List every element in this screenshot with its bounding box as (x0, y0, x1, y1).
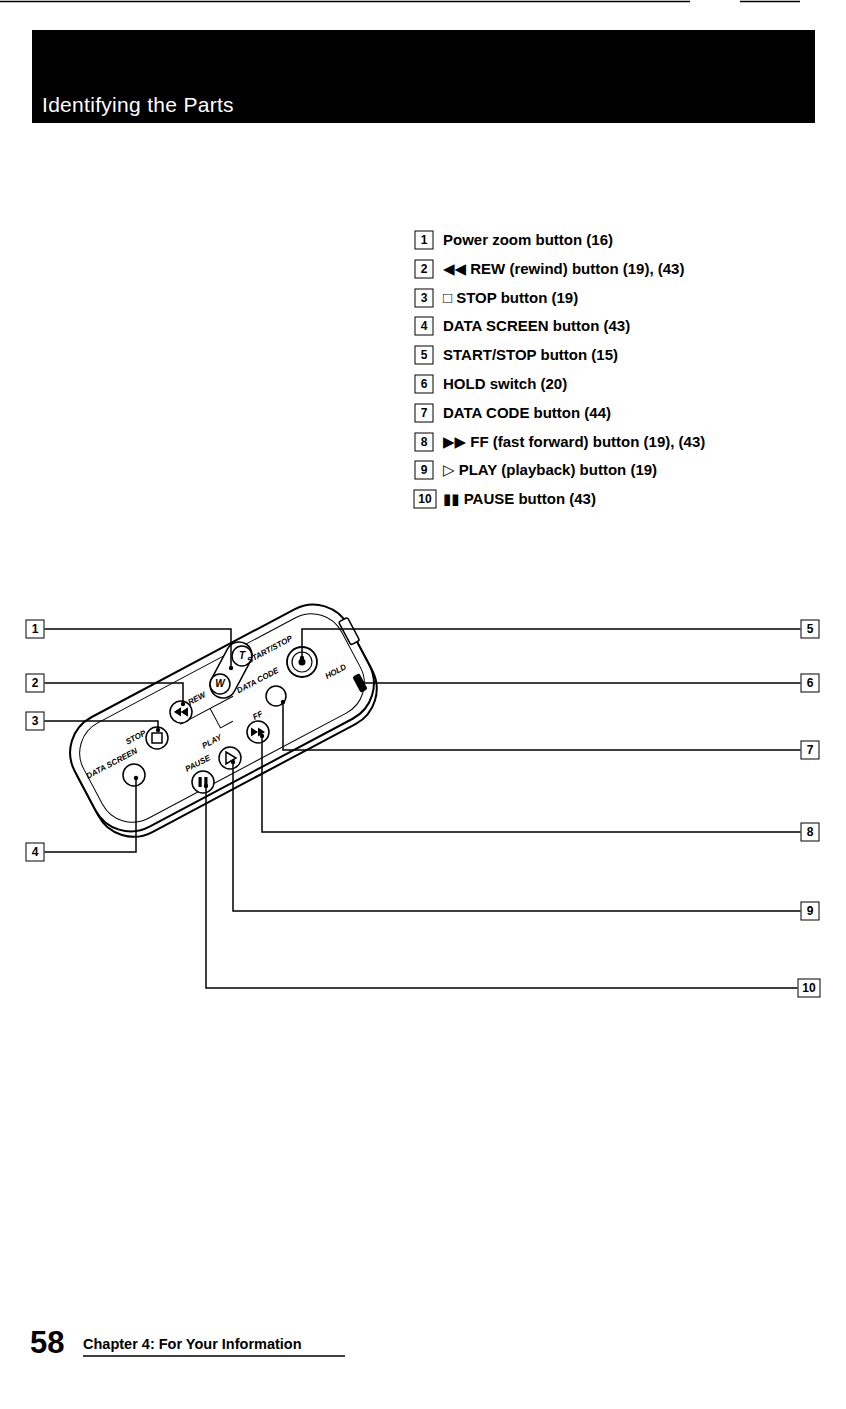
list-number: 6 (415, 375, 434, 394)
part-description: ▮▮ PAUSE button (43) (443, 491, 596, 506)
part-description: ▷ PLAY (playback) button (19) (443, 462, 657, 477)
list-number: 1 (415, 231, 434, 250)
callout-number: 8 (801, 823, 820, 842)
rew-symbol (174, 708, 188, 717)
part-description: DATA SCREEN button (43) (443, 318, 630, 333)
data-code-button (266, 686, 286, 706)
top-rule (0, 1, 690, 3)
list-number: 4 (415, 317, 434, 336)
stop-button (146, 727, 168, 749)
leader-dots (134, 656, 364, 788)
list-number: 2 (415, 259, 434, 278)
page-title: Identifying the Parts (42, 94, 234, 115)
chapter-underline (83, 1355, 345, 1357)
part-description: HOLD switch (20) (443, 376, 567, 391)
list-number: 5 (415, 346, 434, 365)
list-number: 7 (415, 403, 434, 422)
callout-number: 6 (801, 674, 820, 693)
zoom-w-button (210, 674, 230, 694)
part-description: □ STOP button (19) (443, 290, 578, 305)
list-number: 3 (415, 288, 434, 307)
page-number: 58 (30, 1327, 64, 1358)
chapter-footer: Chapter 4: For Your Information (83, 1337, 302, 1352)
callout-number: 7 (801, 741, 820, 760)
callout-number: 5 (801, 620, 820, 639)
button-marking: W (215, 679, 224, 689)
pause-symbol (199, 777, 202, 787)
data-screen-button (123, 764, 145, 786)
top-rule (740, 1, 800, 3)
part-description: Power zoom button (16) (443, 232, 613, 247)
callout-number: 1 (26, 620, 45, 639)
list-number: 10 (414, 490, 437, 509)
callout-number: 9 (801, 902, 820, 921)
title-band (32, 30, 815, 123)
play-symbol (226, 752, 236, 764)
callout-number: 4 (26, 843, 45, 862)
pause-button (192, 771, 214, 793)
part-description: ◀◀ REW (rewind) button (19), (43) (443, 261, 684, 276)
list-number: 8 (415, 432, 434, 451)
button-marking: T (239, 651, 245, 661)
play-button (219, 747, 241, 769)
callout-number: 3 (26, 712, 45, 731)
part-description: START/STOP button (15) (443, 347, 618, 362)
stop-symbol (152, 733, 162, 743)
callout-number: 10 (798, 979, 821, 998)
part-description: ▶▶ FF (fast forward) button (19), (43) (443, 434, 705, 449)
list-number: 9 (415, 461, 434, 480)
leader-lines (44, 629, 801, 988)
part-description: DATA CODE button (44) (443, 405, 611, 420)
ff-button (247, 721, 269, 743)
callout-number: 2 (26, 674, 45, 693)
rew-symbol (174, 708, 188, 717)
